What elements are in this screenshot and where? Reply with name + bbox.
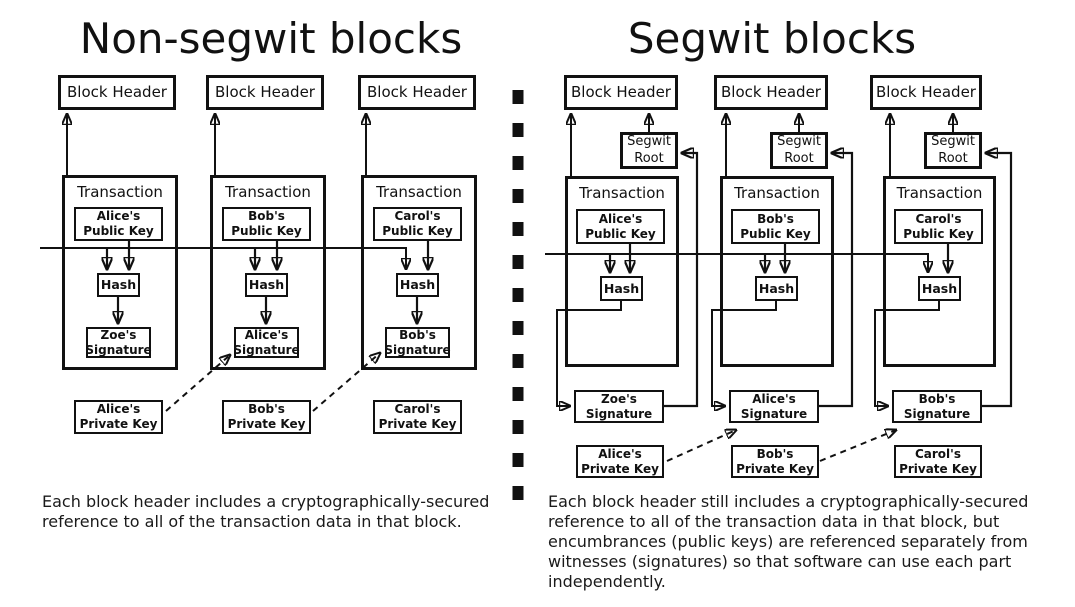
transaction-box: Transaction (565, 176, 679, 367)
public-key-box: Alice's Public Key (576, 209, 665, 244)
signature-box: Alice's Signature (729, 390, 819, 423)
public-key-box: Bob's Public Key (731, 209, 820, 244)
private-key-box: Carol's Private Key (894, 445, 982, 478)
transaction-box: Transaction (720, 176, 834, 367)
private-key-box: Carol's Private Key (373, 400, 462, 434)
transaction-label: Transaction (579, 184, 665, 202)
transaction-box: Transaction (883, 176, 996, 367)
hash-box: Hash (600, 276, 643, 301)
hash-box: Hash (245, 273, 288, 297)
privkey-to-signature-dashed-arrow (819, 430, 896, 462)
signature-box: Zoe's Signature (574, 390, 664, 423)
hash-box: Hash (918, 276, 961, 301)
public-key-box: Alice's Public Key (74, 207, 163, 241)
hash-box: Hash (755, 276, 798, 301)
segwit-root-box: Segwit Root (620, 132, 678, 169)
privkey-to-signature-dashed-arrow (666, 430, 736, 462)
segwit-root-box: Segwit Root (770, 132, 828, 169)
signature-box: Bob's Signature (384, 327, 451, 358)
block-header-box: Block Header (206, 75, 324, 110)
public-key-box: Carol's Public Key (894, 209, 983, 244)
private-key-box: Bob's Private Key (222, 400, 311, 434)
block-header-box: Block Header (870, 75, 982, 110)
private-key-box: Bob's Private Key (731, 445, 819, 478)
signature-box: Zoe's Signature (85, 327, 152, 358)
private-key-box: Alice's Private Key (576, 445, 664, 478)
signature-box: Bob's Signature (892, 390, 982, 423)
segwit-root-box: Segwit Root (924, 132, 982, 169)
transaction-label: Transaction (896, 184, 983, 202)
transaction-label: Transaction (225, 183, 311, 201)
block-header-box: Block Header (358, 75, 476, 110)
right-title: Segwit blocks (627, 14, 917, 63)
public-key-box: Carol's Public Key (373, 207, 462, 241)
left-title: Non-segwit blocks (79, 14, 463, 63)
block-header-box: Block Header (58, 75, 176, 110)
hash-box: Hash (396, 273, 439, 297)
hash-box: Hash (97, 273, 140, 297)
private-key-box: Alice's Private Key (74, 400, 163, 434)
right-caption: Each block header still includes a crypt… (548, 492, 1029, 591)
public-key-box: Bob's Public Key (222, 207, 311, 241)
signature-box: Alice's Signature (233, 327, 300, 358)
transaction-label: Transaction (376, 183, 462, 201)
block-header-box: Block Header (714, 75, 828, 110)
block-header-box: Block Header (564, 75, 678, 110)
left-caption: Each block header includes a cryptograph… (42, 492, 490, 531)
transaction-label: Transaction (734, 184, 820, 202)
transaction-label: Transaction (77, 183, 163, 201)
